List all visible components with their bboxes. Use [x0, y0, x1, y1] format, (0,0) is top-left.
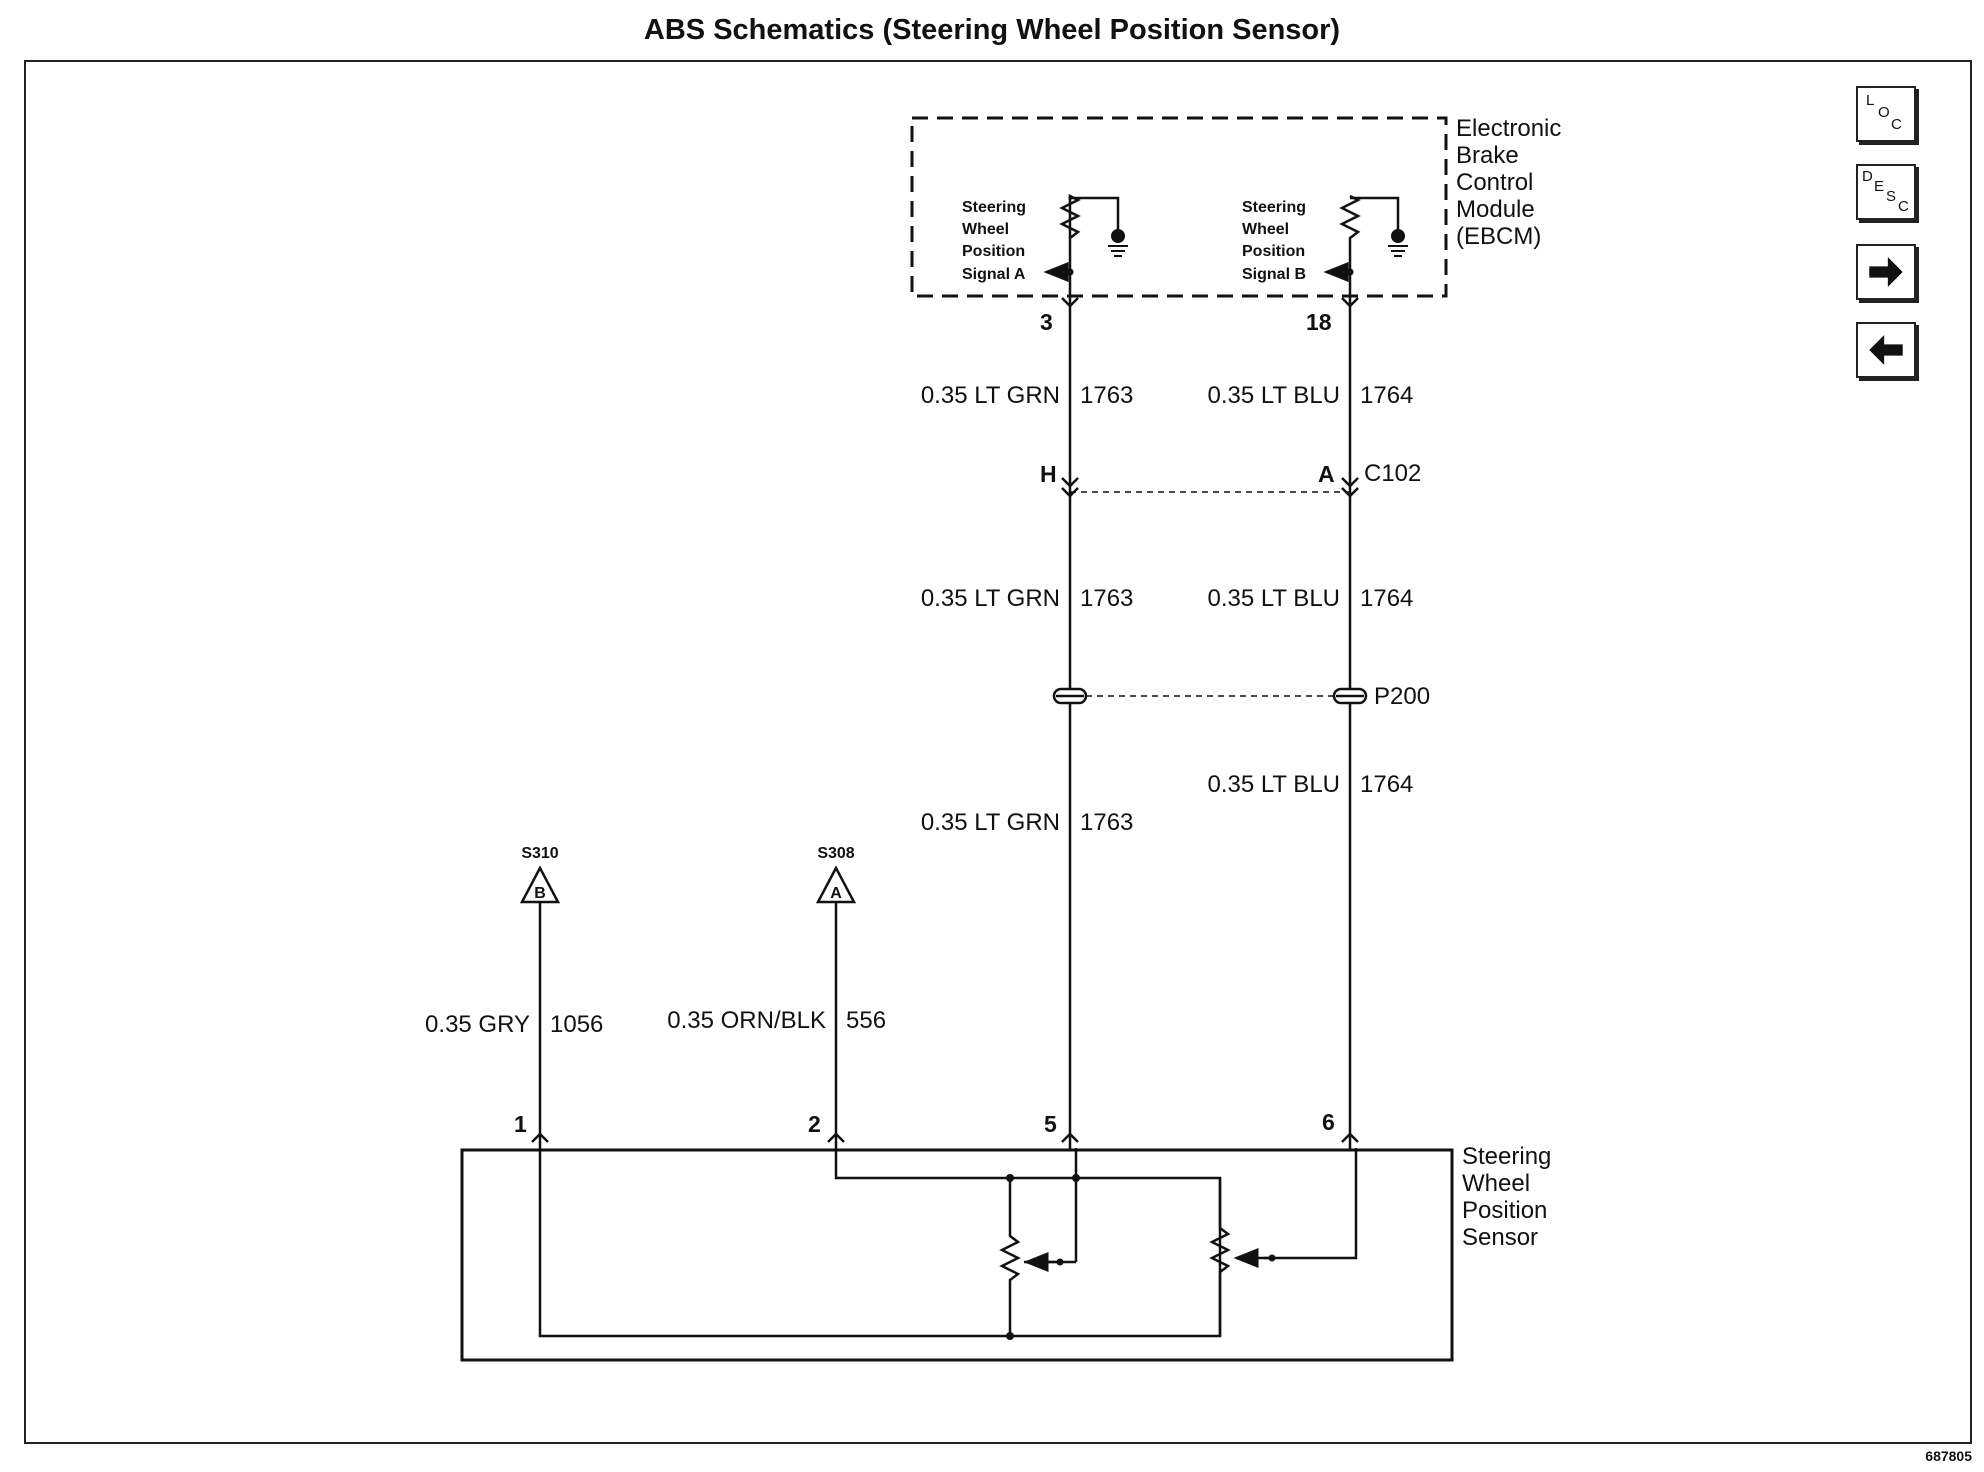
s308-label: S308	[817, 845, 854, 862]
loc-letter-l: L	[1866, 92, 1875, 109]
figure-id: 687805	[1925, 1448, 1972, 1464]
signal-a-pullup-resistor	[1059, 193, 1081, 296]
wire-1763-color-1: 0.35 LT GRN	[921, 382, 1060, 409]
diagram-frame	[24, 60, 1972, 1444]
wire-1764-circuit-3: 1764	[1360, 771, 1413, 798]
signal-b-label: Steering Wheel Position Signal B	[1242, 199, 1310, 283]
wire-1764-circuit-2: 1764	[1360, 585, 1413, 612]
c102-connector	[1061, 477, 1359, 498]
wire-556-circuit: 556	[846, 1007, 886, 1034]
sensor-pin-6: 6	[1322, 1109, 1335, 1135]
loc-letter-c: C	[1891, 116, 1902, 133]
previous-page-button[interactable]	[1856, 322, 1916, 378]
wire-1764-circuit-1: 1764	[1360, 382, 1413, 409]
wire-1764-color-2: 0.35 LT BLU	[1207, 585, 1340, 612]
ebcm-pin-18: 18	[1306, 309, 1332, 335]
wire-556-color: 0.35 ORN/BLK	[667, 1007, 826, 1034]
signal-a-ground-icon	[1108, 229, 1128, 257]
wire-1764-color-3: 0.35 LT BLU	[1207, 771, 1340, 798]
sensor-pin-chevrons	[531, 1132, 1359, 1143]
loc-letter-o: O	[1878, 104, 1890, 121]
c102-pin-a: A	[1318, 461, 1335, 487]
wire-1763-circuit-3: 1763	[1080, 809, 1133, 836]
wire-1763-color-3: 0.35 LT GRN	[921, 809, 1060, 836]
loc-button[interactable]: L O C	[1856, 86, 1916, 142]
sensor-pin-2: 2	[808, 1111, 821, 1137]
c102-label: C102	[1364, 460, 1421, 487]
sensor-outline	[460, 1148, 1454, 1362]
wire-1764-color-1: 0.35 LT BLU	[1207, 382, 1340, 409]
wire-1763-color-2: 0.35 LT GRN	[921, 585, 1060, 612]
desc-letter-d: D	[1862, 168, 1873, 185]
desc-letter-e: E	[1874, 178, 1885, 195]
arrow-right-icon	[1869, 257, 1903, 287]
s308-letter: A	[830, 885, 842, 902]
ebcm-outline	[910, 116, 1448, 298]
s310-letter: B	[534, 885, 546, 902]
desc-letter-c: C	[1898, 198, 1909, 215]
s310-label: S310	[521, 845, 558, 862]
sensor-internal-circuit	[538, 1148, 1358, 1338]
sensor-pin-1: 1	[514, 1111, 527, 1137]
wire-1763-circuit-1: 1763	[1080, 382, 1133, 409]
signal-b-pullup-resistor	[1339, 194, 1400, 296]
page-title: ABS Schematics (Steering Wheel Position …	[643, 14, 1341, 46]
signal-b-ground-icon	[1388, 229, 1408, 257]
signal-a-label: Steering Wheel Position Signal A	[962, 199, 1030, 283]
wire-1056-color: 0.35 GRY	[425, 1011, 530, 1038]
wire-1056-circuit: 1056	[550, 1011, 603, 1038]
wire-1763-circuit-2: 1763	[1080, 585, 1133, 612]
ebcm-pin-3: 3	[1040, 309, 1053, 335]
sensor-label: Steering Wheel Position Sensor	[1462, 1143, 1558, 1251]
c102-pin-h: H	[1040, 461, 1057, 487]
ebcm-label: Electronic Brake Control Module (EBCM)	[1456, 115, 1568, 250]
arrow-left-icon	[1869, 335, 1903, 365]
desc-letter-s: S	[1886, 188, 1897, 205]
sensor-pin-5: 5	[1044, 1111, 1057, 1137]
p200-label: P200	[1374, 683, 1430, 710]
desc-button[interactable]: D E S C	[1856, 164, 1916, 220]
next-page-button[interactable]	[1856, 244, 1916, 300]
